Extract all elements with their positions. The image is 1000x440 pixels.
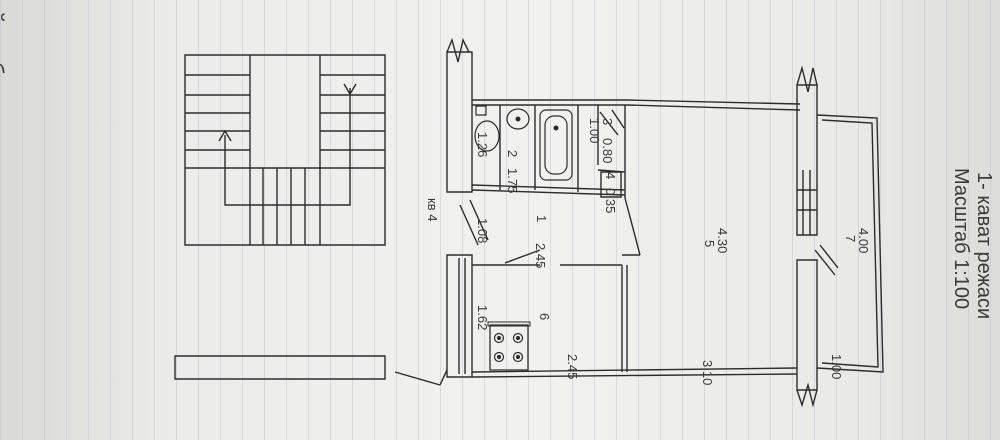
dimension-1-00-balcony: 1.00 (829, 354, 844, 379)
bathroom-block (472, 105, 625, 198)
apartment-walls (447, 40, 817, 405)
room-number-4: 4 (603, 172, 618, 179)
room-number-6: 6 (537, 313, 552, 320)
dimension-3-10: 3.10 (700, 360, 715, 385)
dimension-1-62: 1.62 (475, 305, 490, 330)
room-number-2: 2 (505, 150, 520, 157)
room-number-3: 3 (600, 118, 615, 125)
room-number-5: 5 (702, 240, 717, 247)
room-area-3: 0.80 (600, 138, 615, 163)
floor-plan-heading: 1- кават режаси (973, 172, 995, 320)
room-number-1: 1 (534, 215, 549, 222)
room-area-1: 2.45 (533, 243, 548, 268)
site-plan-heading: уйинг бош режаси (0, 0, 8, 185)
room-area-6: 2.45 (565, 354, 580, 379)
room-area-4: 0.35 (603, 188, 618, 213)
apartment-label: кв 4 (425, 198, 440, 221)
ground-block (175, 356, 385, 379)
dimension-1-00-wc: 1.00 (587, 118, 602, 143)
staircase (185, 55, 385, 245)
dimension-1-26: 1.26 (475, 132, 490, 157)
room-area-2: 1.75 (505, 168, 520, 193)
scale-label: Масштаб 1:100 (950, 168, 972, 310)
room-area-5: 4.30 (715, 228, 730, 253)
room-area-7: 4.00 (856, 228, 871, 253)
dimension-1-08: 1.08 (475, 218, 490, 243)
kitchen-stove (488, 322, 530, 370)
room-number-7: 7 (843, 235, 858, 242)
balcony-outline (817, 115, 883, 372)
corridor-walls (395, 198, 838, 385)
